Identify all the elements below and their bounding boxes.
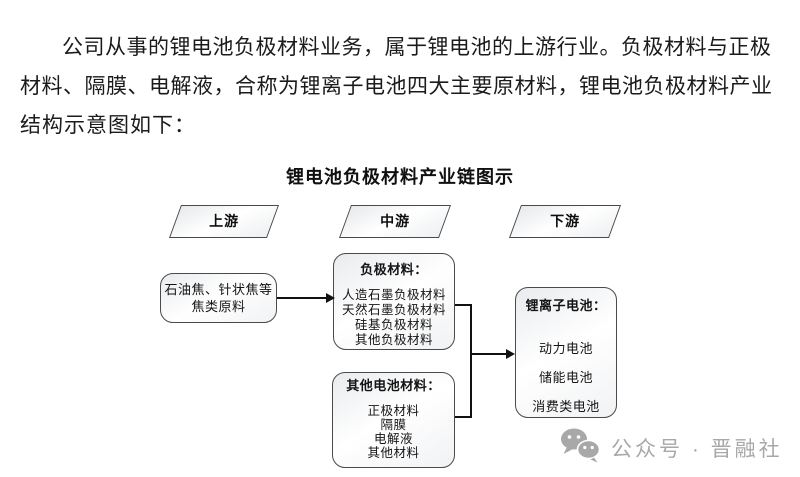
anode-material-item: 天然石墨负极材料 <box>341 303 446 317</box>
other-material-item: 正极材料 <box>367 404 420 418</box>
connector-anode-branch <box>455 304 472 306</box>
anode-material-item: 硅基负极材料 <box>354 318 433 332</box>
other-material-item: 其他材料 <box>367 446 420 460</box>
upstream-materials-line: 焦类原料 <box>191 299 246 314</box>
anode-material-item: 其他负极材料 <box>354 333 433 347</box>
battery-type-item: 动力电池 <box>538 341 593 356</box>
anode-materials-node: 负极材料： 人造石墨负极材料 天然石墨负极材料 硅基负极材料 其他负极材料 <box>333 253 455 350</box>
arrow-upstream-to-anode-line <box>277 297 326 299</box>
upstream-materials-node: 石油焦、针状焦等 焦类原料 <box>160 273 277 323</box>
stage-downstream: 下游 <box>508 205 622 238</box>
lithium-battery-header: 锂离子电池： <box>525 298 607 313</box>
battery-type-item: 消费类电池 <box>532 399 600 414</box>
other-material-item: 电解液 <box>373 432 413 446</box>
anode-materials-header: 负极材料： <box>360 262 428 277</box>
paragraph-line-1: 公司从事的锂电池负极材料业务，属于锂电池的上游行业。负极材料与正极 <box>62 35 772 59</box>
anode-material-item: 人造石墨负极材料 <box>341 288 446 302</box>
other-battery-materials-header: 其他电池材料： <box>346 378 441 393</box>
arrow-to-battery-line <box>471 353 507 355</box>
stage-upstream: 上游 <box>168 205 280 238</box>
paragraph-line-3: 结构示意图如下： <box>20 113 196 137</box>
watermark-text: 公众号 · 晋融社 <box>611 437 783 461</box>
stage-midstream-label: 中游 <box>380 213 411 229</box>
arrow-upstream-to-anode-head <box>326 292 335 303</box>
upstream-materials-line: 石油焦、针状焦等 <box>164 282 273 297</box>
diagram-title: 锂电池负极材料产业链图示 <box>286 167 514 187</box>
other-battery-materials-node: 其他电池材料： 正极材料 隔膜 电解液 其他材料 <box>332 372 455 468</box>
other-material-item: 隔膜 <box>380 418 407 432</box>
stage-upstream-label: 上游 <box>209 213 240 229</box>
stage-downstream-label: 下游 <box>550 213 581 229</box>
lithium-battery-node: 锂离子电池： 动力电池 储能电池 消费类电池 <box>515 287 617 418</box>
wechat-icon <box>560 427 602 468</box>
arrow-to-battery-head <box>506 348 515 359</box>
stage-midstream: 中游 <box>338 205 452 238</box>
paragraph-line-2: 材料、隔膜、电解液，合称为锂离子电池四大主要原材料，锂电池负极材料产业 <box>20 74 773 98</box>
watermark: 公众号 · 晋融社 <box>560 427 783 468</box>
connector-vertical-bus <box>470 304 472 418</box>
battery-type-item: 储能电池 <box>538 370 593 385</box>
connector-other-branch <box>455 416 472 418</box>
